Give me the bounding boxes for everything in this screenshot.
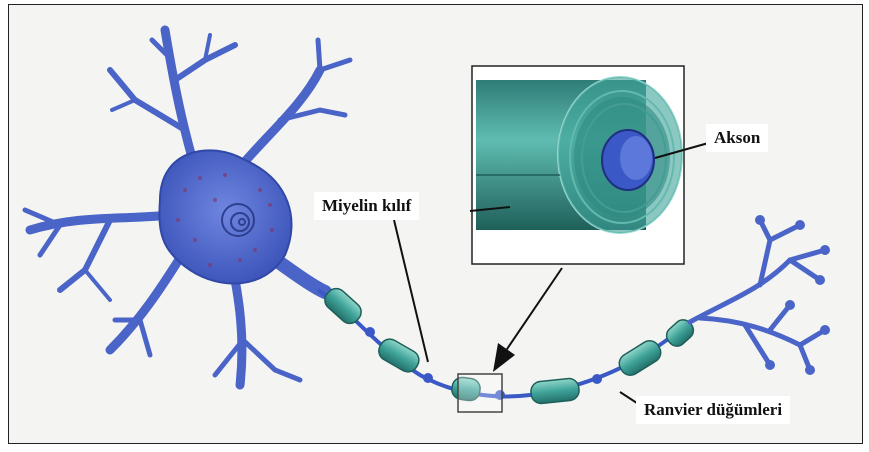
axon-terminals [690, 220, 825, 370]
myelin-inset [472, 66, 684, 264]
terminal-buttons [755, 215, 830, 375]
myelin-sheath-label: Miyelin kılıf [314, 192, 419, 220]
zoom-box [458, 374, 502, 412]
arrow-head [493, 343, 515, 372]
axon-label: Akson [706, 124, 768, 152]
nodes-of-ranvier-label: Ranvier düğümleri [636, 396, 790, 424]
